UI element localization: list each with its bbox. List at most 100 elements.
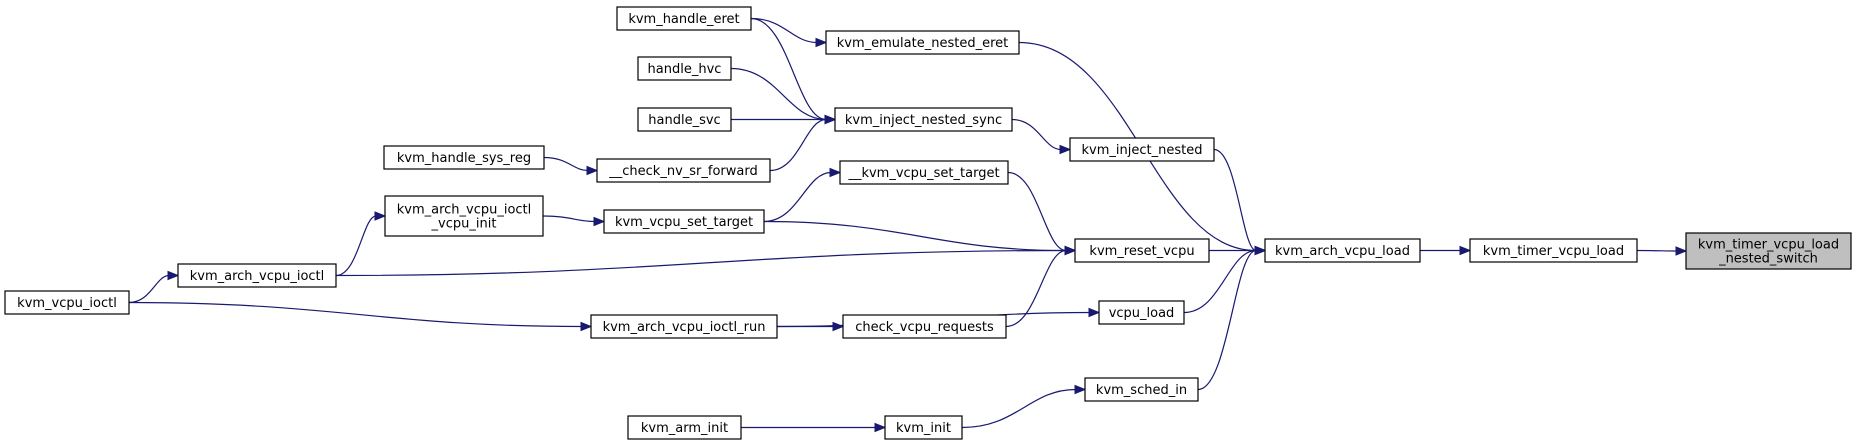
node-label: kvm_arch_vcpu_ioctl bbox=[190, 269, 325, 284]
node-kvm-vcpu-set-target[interactable]: kvm_vcpu_set_target bbox=[603, 209, 765, 234]
edge-kvm-inject-nested-to-kvm-arch-vcpu-load bbox=[1213, 148, 1267, 256]
edge-line bbox=[1183, 249, 1257, 314]
node-kvm-handle-sys-reg[interactable]: kvm_handle_sys_reg bbox=[383, 145, 545, 170]
node-label: check_vcpu_requests bbox=[855, 320, 994, 335]
node-label: kvm_handle_eret bbox=[628, 12, 739, 27]
node-box bbox=[839, 160, 1009, 185]
node-box bbox=[627, 415, 742, 440]
node-label: kvm_sched_in bbox=[1096, 383, 1187, 398]
node-box bbox=[384, 195, 544, 237]
node-kvm-sched-in[interactable]: kvm_sched_in bbox=[1084, 377, 1199, 402]
node-label: kvm_init bbox=[896, 421, 951, 436]
node-box bbox=[1264, 238, 1421, 263]
node-label: _nested_switch bbox=[1718, 252, 1818, 267]
arrowhead bbox=[874, 422, 887, 433]
edge-line bbox=[335, 215, 377, 277]
arrowhead bbox=[1074, 384, 1087, 395]
node-kvm-reset-vcpu[interactable]: kvm_reset_vcpu bbox=[1074, 238, 1210, 263]
node-check-vcpu-requests[interactable]: check_vcpu_requests bbox=[842, 314, 1007, 339]
node-kvm-vcpu-set-target-internal[interactable]: __kvm_vcpu_set_target bbox=[839, 160, 1009, 185]
node-label: kvm_arch_vcpu_ioctl bbox=[397, 203, 532, 218]
node-label: vcpu_load bbox=[1109, 306, 1175, 321]
edge-kvm-handle-eret-to-kvm-emulate-nested-eret bbox=[750, 17, 828, 48]
node-label: kvm_arch_vcpu_ioctl_run bbox=[603, 320, 766, 335]
node-label: handle_hvc bbox=[648, 62, 722, 77]
edge-kvm-arch-vcpu-ioctl-vcpu-init-to-kvm-vcpu-set-target bbox=[542, 215, 606, 227]
nodes-layer: kvm_vcpu_ioctlkvm_arch_vcpu_ioctlkvm_arc… bbox=[4, 6, 1852, 440]
edge-line bbox=[335, 249, 1067, 277]
node-kvm-arm-init[interactable]: kvm_arm_init bbox=[627, 415, 742, 440]
edge-kvm-arch-vcpu-ioctl-to-kvm-arch-vcpu-ioctl-vcpu-init bbox=[335, 211, 387, 277]
node-label: __kvm_vcpu_set_target bbox=[847, 166, 999, 181]
arrowhead bbox=[1064, 245, 1077, 256]
edge-line bbox=[1636, 249, 1678, 252]
edge-line bbox=[961, 388, 1077, 429]
edge-line bbox=[1197, 249, 1257, 391]
node-check-nv-sr-forward[interactable]: __check_nv_sr_forward bbox=[596, 158, 771, 183]
edge-line bbox=[128, 301, 583, 328]
node-label: kvm_handle_sys_reg bbox=[397, 151, 531, 166]
edge-line bbox=[763, 171, 832, 223]
arrowhead bbox=[1254, 245, 1267, 256]
node-label: kvm_emulate_nested_eret bbox=[837, 36, 1008, 51]
edges-layer bbox=[128, 17, 1688, 433]
node-vcpu-load[interactable]: vcpu_load bbox=[1098, 300, 1185, 325]
edge-line bbox=[763, 220, 1067, 252]
node-box bbox=[825, 30, 1020, 55]
arrowhead bbox=[824, 114, 837, 125]
edge-line bbox=[1213, 148, 1257, 252]
arrowhead bbox=[1459, 245, 1472, 256]
node-label: _vcpu_init bbox=[431, 217, 497, 232]
node-label: __check_nv_sr_forward bbox=[608, 164, 757, 179]
node-kvm-arch-vcpu-ioctl[interactable]: kvm_arch_vcpu_ioctl bbox=[177, 263, 337, 288]
edge-kvm-vcpu-set-target-internal-to-kvm-reset-vcpu bbox=[1007, 171, 1077, 256]
edge-kvm-vcpu-set-target-to-kvm-reset-vcpu bbox=[763, 220, 1077, 256]
node-kvm-timer-vcpu-load-nested-switch[interactable]: kvm_timer_vcpu_load_nested_switch bbox=[1685, 232, 1852, 270]
node-label: kvm_inject_nested_sync bbox=[845, 113, 1002, 128]
node-label: handle_svc bbox=[648, 113, 720, 128]
arrowhead bbox=[1675, 246, 1688, 256]
node-box bbox=[637, 56, 732, 81]
node-kvm-vcpu-ioctl[interactable]: kvm_vcpu_ioctl bbox=[4, 290, 130, 315]
edge-kvm-arch-vcpu-ioctl-to-kvm-reset-vcpu bbox=[335, 245, 1077, 277]
node-kvm-handle-eret[interactable]: kvm_handle_eret bbox=[616, 6, 752, 31]
edge-kvm-vcpu-ioctl-to-kvm-arch-vcpu-ioctl bbox=[128, 270, 180, 304]
node-box bbox=[637, 107, 732, 132]
node-label: kvm_inject_nested bbox=[1082, 143, 1203, 158]
arrowhead bbox=[580, 321, 593, 332]
edge-kvm-vcpu-set-target-to-kvm-vcpu-set-target-internal bbox=[763, 167, 842, 223]
node-kvm-inject-nested[interactable]: kvm_inject_nested bbox=[1069, 137, 1215, 162]
node-kvm-inject-nested-sync[interactable]: kvm_inject_nested_sync bbox=[834, 107, 1013, 132]
node-box bbox=[884, 415, 963, 440]
edge-line bbox=[769, 118, 827, 172]
node-handle-hvc[interactable]: handle_hvc bbox=[637, 56, 732, 81]
node-kvm-emulate-nested-eret[interactable]: kvm_emulate_nested_eret bbox=[825, 30, 1020, 55]
node-kvm-arch-vcpu-ioctl-run[interactable]: kvm_arch_vcpu_ioctl_run bbox=[590, 314, 778, 339]
node-kvm-arch-vcpu-load[interactable]: kvm_arch_vcpu_load bbox=[1264, 238, 1421, 263]
arrowhead bbox=[593, 216, 606, 227]
arrowhead bbox=[815, 37, 828, 48]
edge-line bbox=[542, 215, 596, 223]
node-kvm-init[interactable]: kvm_init bbox=[884, 415, 963, 440]
node-label: kvm_timer_vcpu_load bbox=[1483, 244, 1624, 259]
edge-line bbox=[730, 67, 827, 121]
node-kvm-timer-vcpu-load[interactable]: kvm_timer_vcpu_load bbox=[1469, 238, 1638, 263]
node-kvm-arch-vcpu-ioctl-vcpu-init[interactable]: kvm_arch_vcpu_ioctl_vcpu_init bbox=[384, 195, 544, 237]
node-handle-svc[interactable]: handle_svc bbox=[637, 107, 732, 132]
edge-kvm-init-to-kvm-sched-in bbox=[961, 384, 1087, 429]
node-label: kvm_timer_vcpu_load bbox=[1698, 238, 1839, 253]
node-box bbox=[1098, 300, 1185, 325]
node-box bbox=[4, 290, 130, 315]
node-box bbox=[842, 314, 1007, 339]
node-label: kvm_reset_vcpu bbox=[1089, 244, 1194, 259]
edge-line bbox=[1011, 118, 1062, 151]
edge-kvm-timer-vcpu-load-to-kvm-timer-vcpu-load-nested-switch bbox=[1636, 246, 1688, 256]
edge-line bbox=[750, 17, 827, 121]
node-label: kvm_arm_init bbox=[641, 421, 728, 436]
node-box bbox=[1469, 238, 1638, 263]
edge-line bbox=[128, 274, 170, 304]
edge-line bbox=[750, 17, 818, 44]
edge-kvm-arm-init-to-kvm-init bbox=[741, 422, 887, 433]
arrowhead bbox=[167, 270, 180, 281]
